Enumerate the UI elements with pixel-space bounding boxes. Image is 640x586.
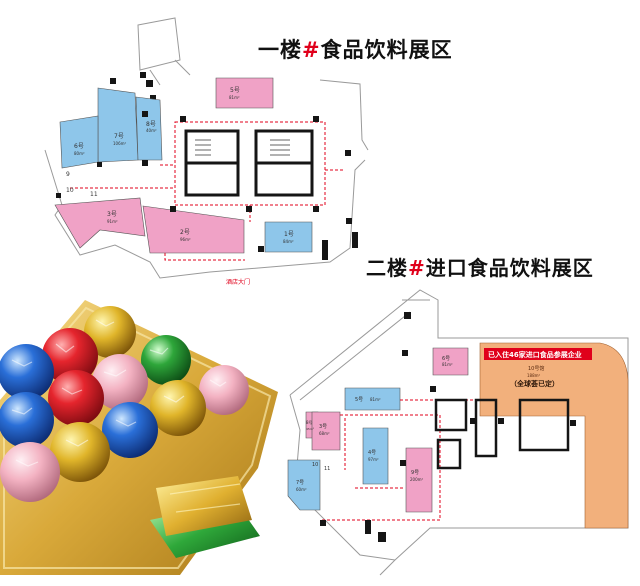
floor1-title-post: 食品饮料展区 xyxy=(320,38,453,62)
floor1-room-2-area: 96m² xyxy=(180,237,191,242)
floor1-stair-steps xyxy=(195,139,290,156)
floor1-room-7-area: 106m² xyxy=(113,141,127,146)
chocolate-gold xyxy=(50,422,110,482)
floor2-plan: 已入住46家进口食品参展企业 10号馆 188m² （全球荟已定） xyxy=(287,289,629,576)
floor1-stair-core-right xyxy=(254,129,314,197)
floor2-room-3 xyxy=(311,411,341,451)
floor2-room-7 xyxy=(287,459,321,511)
floor2-room-4-area: 97m² xyxy=(368,457,379,462)
floor1-room-2-name: 2号 xyxy=(180,229,190,236)
floor1-room-8-name: 8号 xyxy=(146,121,156,128)
chocolate-green xyxy=(141,335,191,385)
foil-highlights xyxy=(11,319,227,467)
chocolate-pink xyxy=(0,442,60,502)
chocolate-blue xyxy=(102,402,158,458)
floor2-marker-11: 11 xyxy=(324,466,330,472)
floor1-title-pre: 一楼 xyxy=(258,38,302,62)
floor1-marker-10: 10 xyxy=(66,187,74,194)
floor2-hall-10 xyxy=(479,342,629,529)
chocolate-tray-photo xyxy=(0,300,278,575)
floor1-room-3-area: 91m² xyxy=(107,219,118,224)
floor2-wall-blocks xyxy=(320,312,576,542)
floor1-entrance-label: 酒店大门 xyxy=(226,278,250,286)
floor2-room-9-area: 200m² xyxy=(410,477,424,482)
floor1-aisle xyxy=(70,121,345,261)
chocolate-gold xyxy=(84,306,136,358)
floor2-hall-name: 10号馆 xyxy=(528,365,544,372)
floor2-room-7-name: 7号 xyxy=(296,480,304,486)
floor2-title-pre: 二楼 xyxy=(366,256,408,280)
floor2-room-6 xyxy=(432,347,469,376)
loose-chocolate-bars xyxy=(150,476,260,558)
chocolate-blue xyxy=(0,392,54,448)
floor1-stair-core-left xyxy=(184,129,240,197)
floor2-stair-cores xyxy=(434,398,570,470)
floor2-banner-text: 已入住46家进口食品参展企业 xyxy=(488,350,582,359)
chocolate-pink xyxy=(199,365,249,415)
floor1-room-5 xyxy=(215,77,274,109)
floor1-marker-9: 9 xyxy=(66,171,70,178)
floor2-room-3-area: 68m² xyxy=(319,431,330,436)
floor2-room-4 xyxy=(362,427,389,485)
floor1-small-walls xyxy=(140,72,358,260)
floor2-room-5-name: 5号 xyxy=(355,397,363,403)
floor1-room-7-name: 7号 xyxy=(114,133,124,140)
floor1-wall-blocks xyxy=(56,78,319,252)
floor1-room-3-name: 3号 xyxy=(107,211,117,218)
floor2-room-6-area: 81m² xyxy=(442,362,453,367)
floor1-outline xyxy=(44,17,369,279)
floor1-room-2 xyxy=(142,205,245,254)
chocolate-balls xyxy=(0,306,249,502)
floor2-hall-area: 188m² xyxy=(527,373,541,378)
floor1-room-8-area: 40m² xyxy=(146,128,157,133)
floor1-room-1-name: 1号 xyxy=(284,231,294,238)
floor1-room-6 xyxy=(59,115,99,169)
floor2-title: 二楼#进口食品饮料展区 xyxy=(366,252,594,281)
floor2-outline xyxy=(289,289,629,576)
chocolate-blue xyxy=(0,344,54,400)
floor1-room-7 xyxy=(97,87,139,163)
floor1-title-hash: # xyxy=(302,38,321,62)
floor2-room-9-name: 9号 xyxy=(411,470,419,476)
floor1-room-5-name: 5号 xyxy=(230,87,240,94)
floor2-room-6-name: 6号 xyxy=(442,356,450,362)
floor2-room-3-name: 3号 xyxy=(319,424,327,430)
floor2-room-8-area: 45m² xyxy=(306,427,315,431)
floor1-room-1-area: 84m² xyxy=(283,239,294,244)
floor2-room-8-name: 8号 xyxy=(306,419,313,425)
floor1-room-6-area: 80m² xyxy=(74,151,85,156)
floor2-room-9 xyxy=(405,447,433,513)
floor2-banner-frame xyxy=(484,348,592,360)
floor2-room-4-name: 4号 xyxy=(368,450,376,456)
floor1-room-3 xyxy=(54,197,146,249)
floor2-room-7-area: 60m² xyxy=(296,487,307,492)
chocolate-gold xyxy=(150,380,206,436)
chocolate-pink xyxy=(92,354,148,410)
chocolate-red xyxy=(48,370,104,426)
floor2-title-post: 进口食品饮料展区 xyxy=(425,256,594,280)
floor2-title-hash: # xyxy=(408,256,426,280)
chocolate-bar-gold xyxy=(156,476,252,536)
floor1-room-6-name: 6号 xyxy=(74,143,84,150)
floor1-room-5-area: 81m² xyxy=(229,95,240,100)
floor1-room-1 xyxy=(264,221,313,253)
floor2-hall-note: （全球荟已定） xyxy=(510,379,559,388)
floor2-room-5-area: 81m² xyxy=(370,397,381,402)
floor1-marker-11: 11 xyxy=(90,191,98,198)
floor1-plan: 5号 81m² 7号 106m² 8号 40m² 6号 80m² 3号 91m²… xyxy=(44,17,369,286)
floor1-title: 一楼#食品饮料展区 xyxy=(258,34,453,64)
chocolate-red xyxy=(42,328,98,384)
floor2-marker-10: 10 xyxy=(312,462,318,468)
floor2-room-5 xyxy=(344,387,401,411)
